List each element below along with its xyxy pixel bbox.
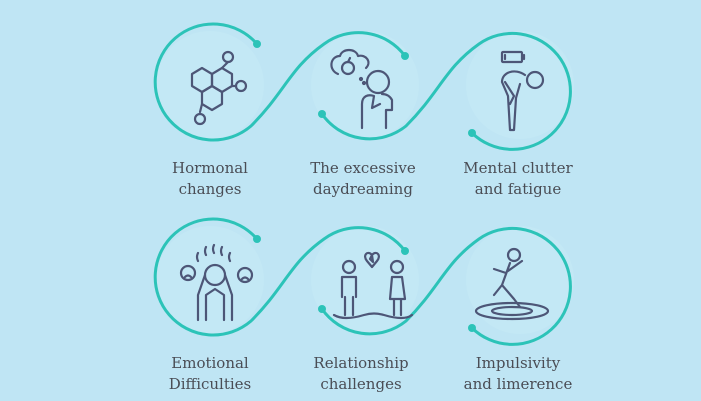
connector-line [320,31,572,151]
row-2-loops [153,217,574,346]
label-line: The excessive [310,159,416,177]
molecule-icon [190,50,248,126]
tired-person-low-battery-icon [500,50,545,132]
stressed-person-icon [179,243,254,322]
item-label-mental-clutter: Mental clutter and fatigue [443,158,593,200]
item-label-daydreaming: The excessive daydreaming [288,158,438,200]
daydreaming-person-icon [330,48,394,130]
label-line: changes [178,180,242,198]
slipping-person-icon [474,247,550,321]
connector-line [320,226,572,346]
label-line: Mental clutter [463,159,573,177]
item-label-hormonal-changes: Hormonal changes [135,158,285,200]
row-1-loops [153,22,574,151]
label-line: Difficulties [168,375,252,393]
broken-heart-couple-icon [332,251,414,320]
connector-line [153,217,407,337]
item-label-relationship-challenges: Relationship challenges [286,353,436,395]
label-line: Impulsivity [475,354,561,372]
label-line: Hormonal [172,159,248,177]
label-line: and limerence [463,375,573,393]
label-line: Relationship [313,354,409,372]
label-line: and fatigue [474,180,562,198]
label-line: challenges [320,375,402,393]
label-line: Emotional [171,354,249,372]
item-label-impulsivity: Impulsivity and limerence [443,353,593,395]
label-line: daydreaming [313,180,413,198]
connector-line [153,22,407,142]
